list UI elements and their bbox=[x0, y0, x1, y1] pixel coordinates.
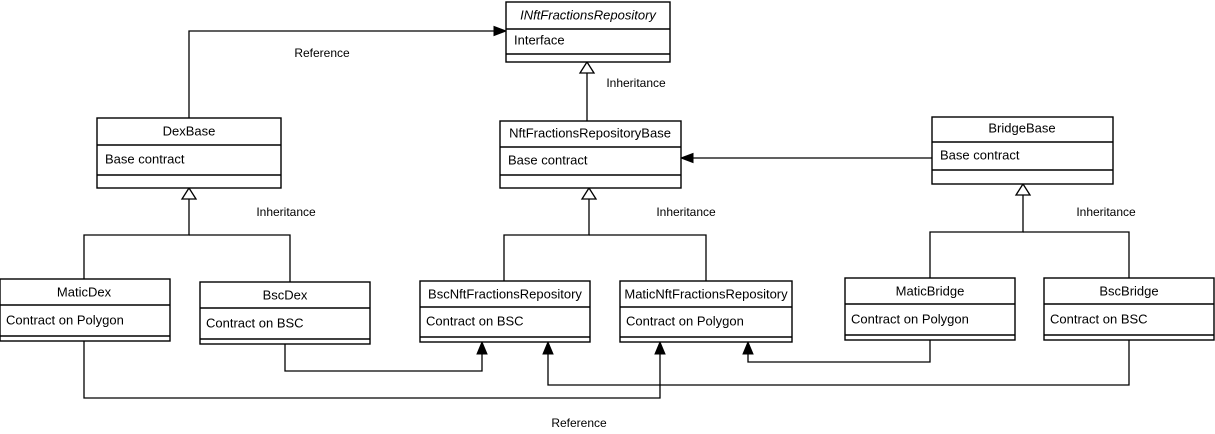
arrowhead-solid bbox=[542, 340, 554, 355]
edge-dexbase-to-interface bbox=[188, 25, 508, 118]
class-title: BscDex bbox=[263, 287, 308, 302]
arrowhead-solid bbox=[476, 340, 488, 355]
class-node-bsc-dex[interactable]: BscDex Contract on BSC bbox=[199, 281, 371, 345]
class-title: MaticDex bbox=[57, 284, 112, 299]
class-node-matic-dex[interactable]: MaticDex Contract on Polygon bbox=[0, 278, 171, 342]
class-node-matic-nft-fractions-repository[interactable]: MaticNftFractionsRepository Contract on … bbox=[619, 280, 793, 343]
arrowhead-solid bbox=[493, 25, 508, 37]
arrowhead-hollow-triangle bbox=[580, 186, 598, 200]
edge-repo-inheritance-tree bbox=[503, 186, 707, 281]
arrowhead-solid bbox=[742, 340, 754, 355]
class-node-matic-bridge[interactable]: MaticBridge Contract on Polygon bbox=[844, 277, 1016, 341]
class-attribute: Contract on Polygon bbox=[851, 311, 969, 326]
class-title: BscNftFractionsRepository bbox=[428, 286, 582, 301]
class-attribute: Base contract bbox=[105, 151, 185, 166]
edge-label-reference-bottom: Reference bbox=[551, 416, 607, 430]
class-attribute: Contract on BSC bbox=[426, 313, 524, 328]
class-attribute: Base contract bbox=[940, 147, 1020, 162]
class-title: BscBridge bbox=[1099, 283, 1158, 298]
edge-bridge-inheritance-tree bbox=[929, 182, 1130, 278]
class-attribute: Contract on BSC bbox=[1050, 311, 1148, 326]
class-node-dex-base[interactable]: DexBase Base contract bbox=[96, 117, 282, 189]
edge-label-inheritance-interface: Inheritance bbox=[606, 76, 666, 90]
arrowhead-hollow-triangle bbox=[180, 186, 198, 200]
edge-maticdex-to-maticrepo bbox=[83, 340, 666, 399]
edge-label-inheritance-repo: Inheritance bbox=[656, 205, 716, 219]
arrowhead-hollow-triangle bbox=[578, 60, 596, 74]
class-attribute: Base contract bbox=[508, 152, 588, 167]
class-title: DexBase bbox=[163, 123, 216, 138]
class-node-nft-fractions-repository-base[interactable]: NftFractionsRepositoryBase Base contract bbox=[499, 120, 682, 189]
class-attribute: Contract on Polygon bbox=[626, 313, 744, 328]
class-node-bsc-bridge[interactable]: BscBridge Contract on BSC bbox=[1043, 277, 1215, 341]
class-attribute: Contract on Polygon bbox=[6, 312, 124, 327]
edge-repobase-to-interface bbox=[578, 60, 596, 121]
class-node-bsc-nft-fractions-repository[interactable]: BscNftFractionsRepository Contract on BS… bbox=[419, 280, 591, 343]
class-title: MaticNftFractionsRepository bbox=[624, 286, 788, 301]
class-title: BridgeBase bbox=[988, 120, 1055, 135]
class-node-bridge-base[interactable]: BridgeBase Base contract bbox=[931, 116, 1114, 185]
arrowhead-solid bbox=[679, 152, 694, 164]
class-title: INftFractionsRepository bbox=[520, 7, 657, 22]
class-node-inft-fractions-repository[interactable]: INftFractionsRepository Interface bbox=[505, 1, 671, 63]
edge-bscbridge-to-bscrepo bbox=[542, 340, 1130, 386]
edges-layer bbox=[83, 25, 1130, 399]
edge-label-inheritance-bridge: Inheritance bbox=[1076, 205, 1136, 219]
class-attribute: Contract on BSC bbox=[206, 315, 304, 330]
edge-maticbridge-to-maticrepo bbox=[742, 340, 931, 363]
edge-dex-inheritance-tree bbox=[83, 186, 291, 282]
class-title: NftFractionsRepositoryBase bbox=[509, 125, 671, 140]
edge-label-inheritance-dex: Inheritance bbox=[256, 205, 316, 219]
class-title: MaticBridge bbox=[896, 283, 965, 298]
arrowhead-solid bbox=[654, 340, 666, 355]
class-attribute: Interface bbox=[514, 32, 565, 47]
edge-bscdex-to-bscrepo bbox=[284, 340, 488, 372]
edge-label-reference-top: Reference bbox=[294, 46, 350, 60]
arrowhead-hollow-triangle bbox=[1014, 182, 1032, 196]
edge-labels-layer: Reference Inheritance Inheritance Inheri… bbox=[256, 46, 1136, 430]
edge-bridgebase-to-repobase bbox=[679, 152, 932, 164]
